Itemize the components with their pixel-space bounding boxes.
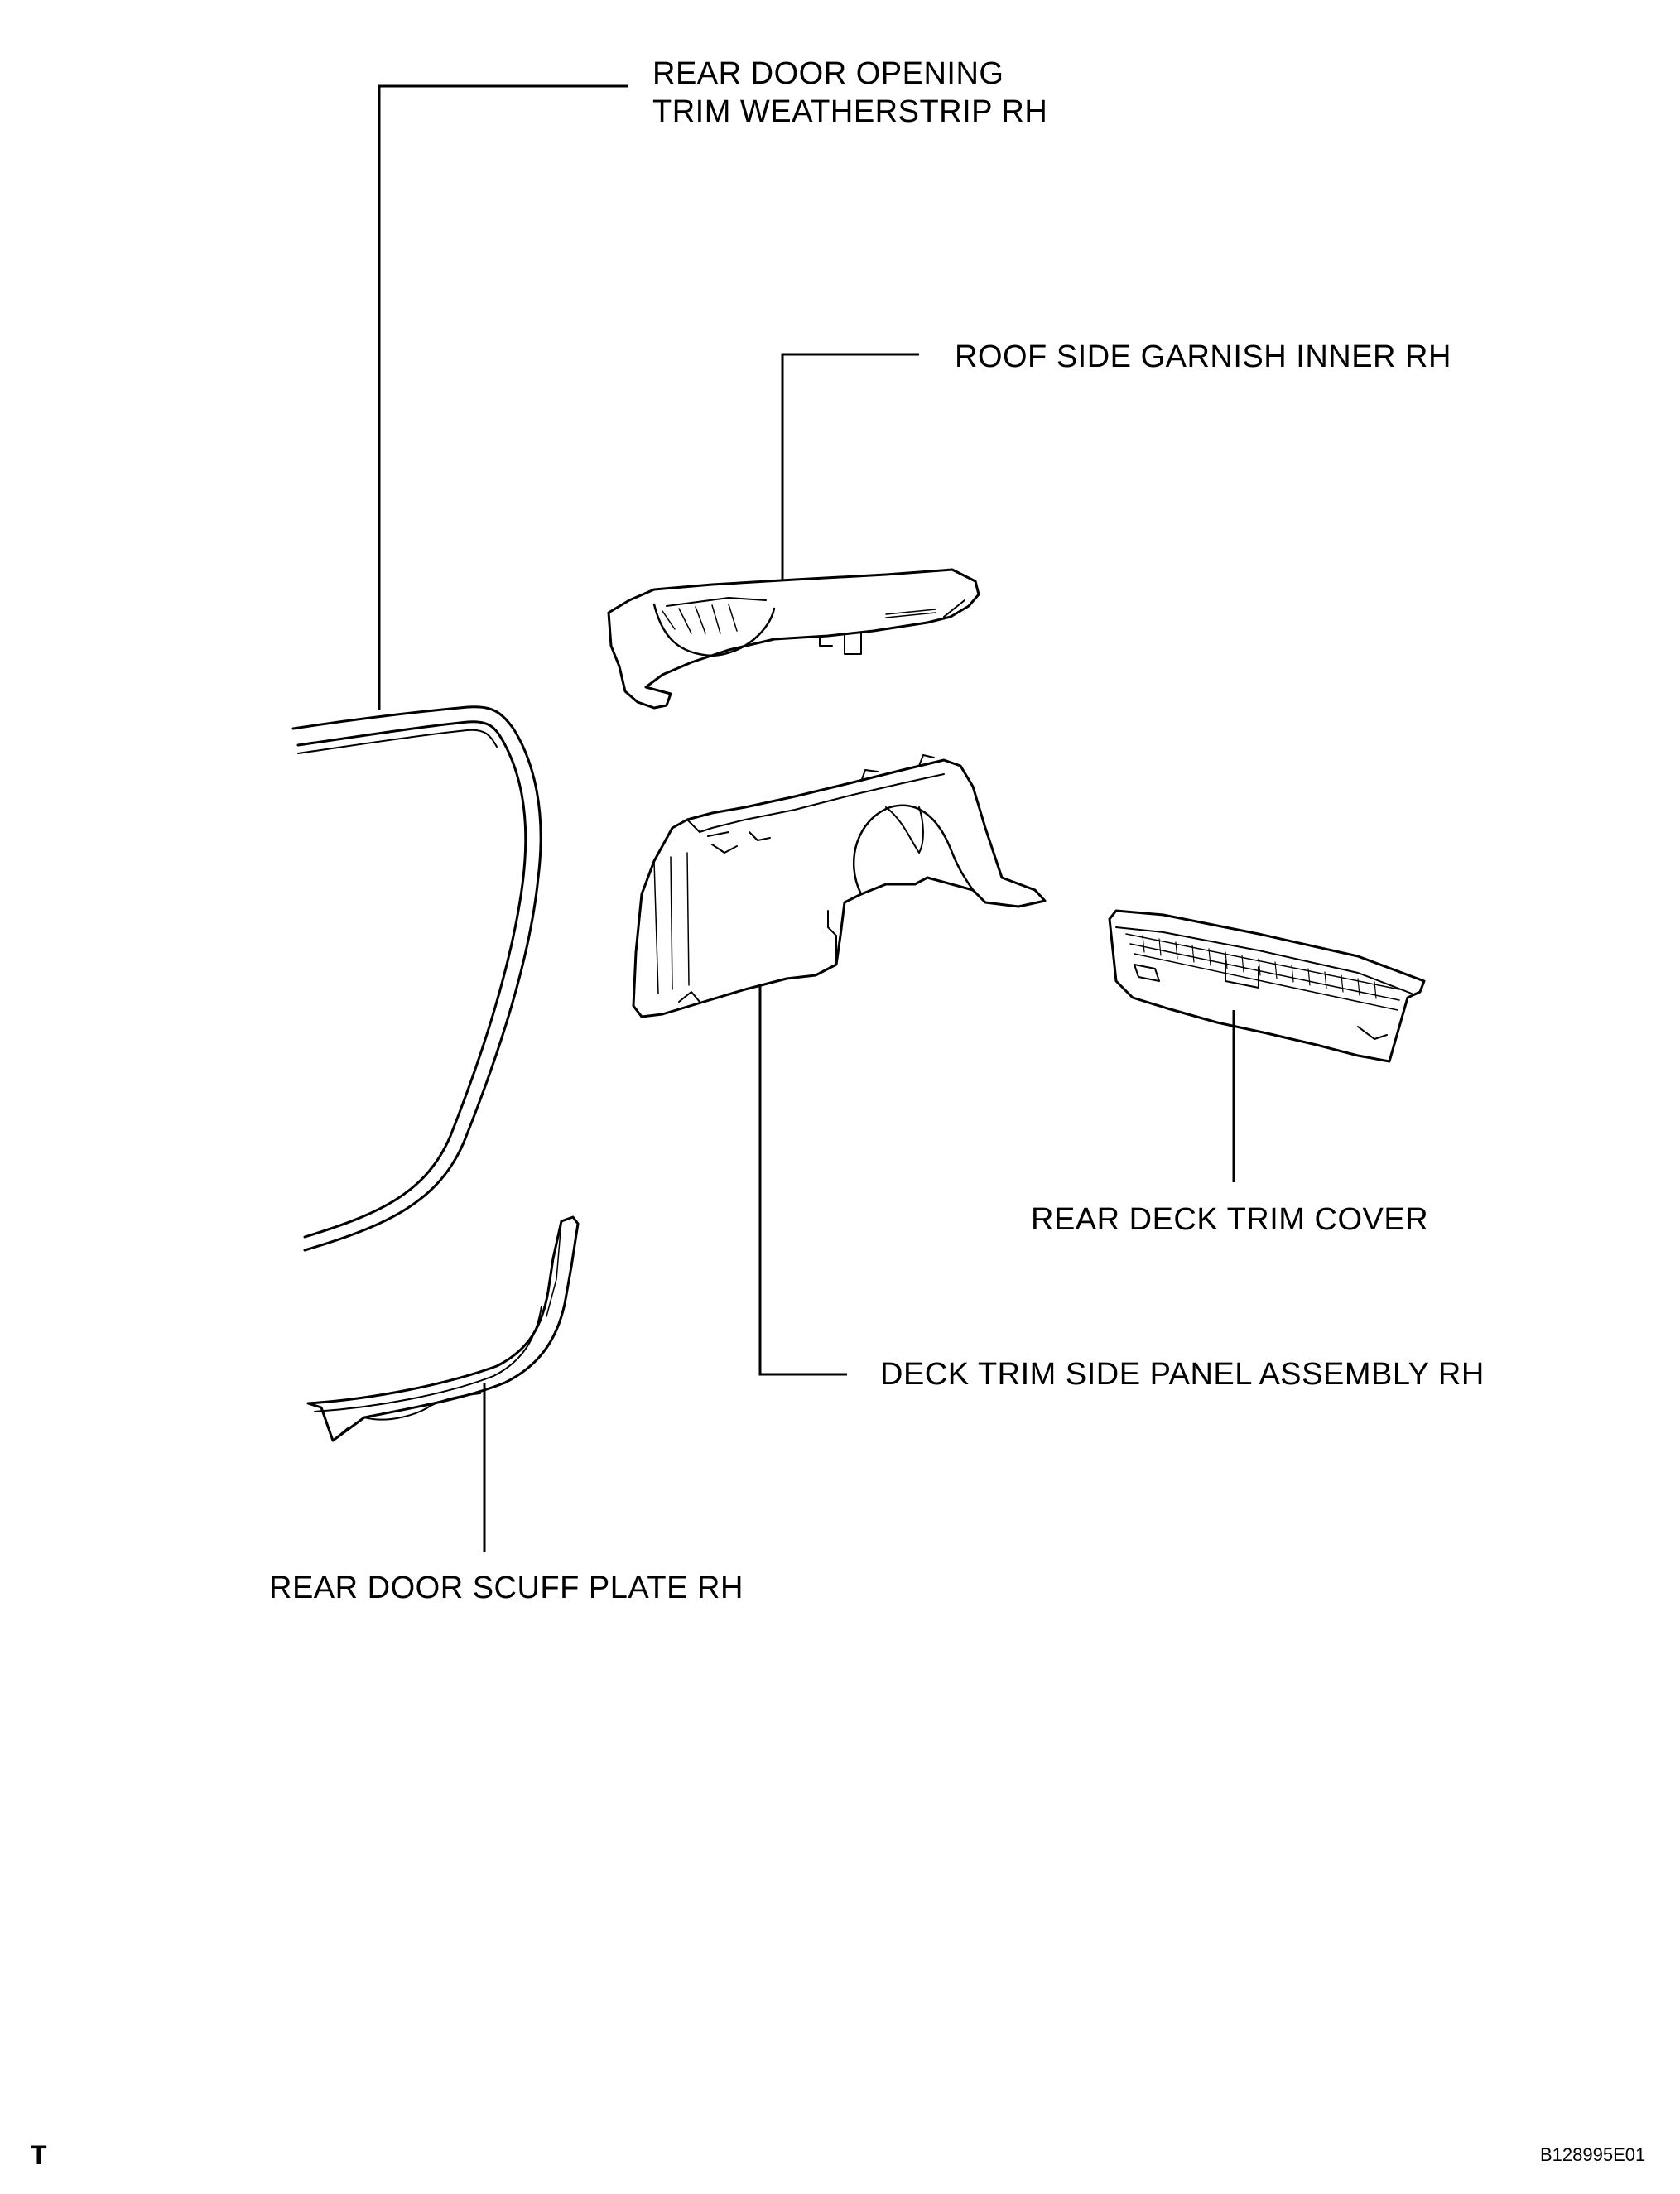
footer-left-mark: T — [31, 2140, 47, 2170]
callout-roof-garnish: ROOF SIDE GARNISH INNER RH — [955, 339, 1451, 374]
leader-weatherstrip — [378, 84, 628, 710]
callout-deck-side-panel: DECK TRIM SIDE PANEL ASSEMBLY RH — [880, 1357, 1485, 1392]
deck-side-panel-part — [632, 754, 1047, 1018]
figure-code: B128995E01 — [1540, 2144, 1646, 2165]
deck-trim-cover-part — [1108, 909, 1426, 1063]
weatherstrip-part — [291, 705, 542, 1252]
callout-deck-trim-cover: REAR DECK TRIM COVER — [1031, 1202, 1429, 1237]
roof-garnish-part — [607, 568, 980, 710]
callout-weatherstrip-line-2: TRIM WEATHERSTRIP RH — [652, 94, 1048, 129]
callout-scuff-plate: REAR DOOR SCUFF PLATE RH — [269, 1571, 744, 1605]
callout-weatherstrip-line-1: REAR DOOR OPENING — [652, 56, 1004, 91]
leader-deck-side-panel — [758, 985, 847, 1376]
callout-weatherstrip: REAR DOOR OPENING TRIM WEATHERSTRIP RH — [652, 55, 1047, 131]
scuff-plate-part — [306, 1215, 580, 1442]
leader-roof-garnish — [781, 353, 919, 580]
